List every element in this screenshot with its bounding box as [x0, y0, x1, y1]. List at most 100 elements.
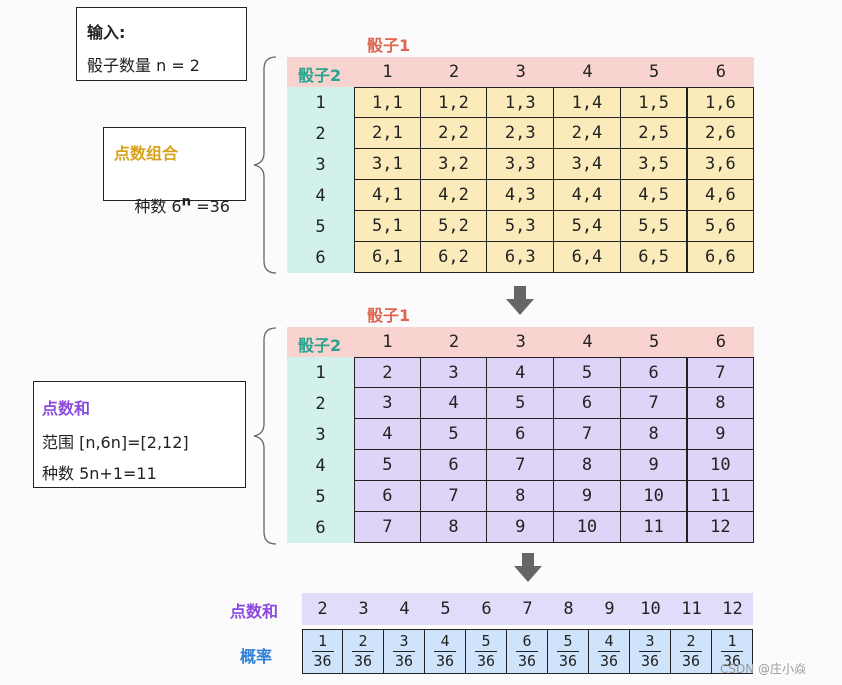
table-cell: 6 [619, 357, 688, 388]
table-cell: 3,6 [686, 148, 755, 180]
table-cell: 5 [486, 387, 555, 419]
denominator: 36 [435, 652, 455, 670]
prob-sum-cell: 10 [640, 599, 661, 619]
table-cell: 1,2 [419, 87, 488, 118]
numerator: 5 [563, 632, 573, 650]
table-cell: 4,1 [354, 179, 421, 211]
denominator: 36 [722, 652, 742, 670]
fraction-bar [557, 651, 579, 652]
table-cell: 8 [553, 449, 621, 481]
numerator: 3 [399, 632, 409, 650]
table2-rowhdr-band [287, 357, 354, 543]
table-cell: 4 [419, 387, 488, 419]
table-cell: 2,2 [419, 117, 488, 149]
prob-sum-cell: 11 [681, 599, 702, 619]
table-cell: 6 [419, 449, 488, 481]
prob-sum-cell: 8 [563, 599, 574, 619]
combo-box-line: 种数 6n =36 [114, 174, 230, 236]
combo-box: 点数组合 种数 6n =36 [103, 127, 246, 216]
table-cell: 9 [486, 511, 555, 543]
col-header: 3 [515, 62, 526, 82]
col-header: 5 [649, 62, 660, 82]
table-cell: 9 [686, 418, 755, 450]
combo-line-sup: n [181, 194, 192, 210]
table-cell: 11 [686, 480, 755, 512]
table-cell: 4 [354, 418, 421, 450]
fraction-bar [598, 651, 620, 652]
denominator: 36 [640, 652, 660, 670]
fraction-bar [516, 651, 538, 652]
prob-sum-band [302, 593, 753, 625]
down-arrow-2 [514, 553, 542, 582]
table-cell: 6,6 [686, 241, 755, 273]
table1-dice2-label: 骰子2 [298, 66, 342, 85]
table-cell: 3,2 [419, 148, 488, 180]
denominator: 36 [681, 652, 701, 670]
fraction-bar [352, 651, 374, 652]
col-header: 1 [382, 62, 393, 82]
row-header: 5 [315, 486, 326, 507]
table-cell: 5,3 [486, 210, 555, 242]
table-cell: 4,2 [419, 179, 488, 211]
table-cell: 1,5 [619, 87, 688, 118]
table-cell: 2,1 [354, 117, 421, 149]
prob-sum-cell: 2 [317, 599, 328, 619]
prob-sum-label: 点数和 [230, 602, 279, 621]
combo-line-suffix: =36 [191, 197, 230, 216]
sum-box-line1: 范围 [n,6n]=[2,12] [42, 433, 189, 452]
row-header: 5 [315, 216, 326, 237]
table-cell: 3,4 [553, 148, 621, 180]
table2-dice2-label: 骰子2 [298, 336, 342, 355]
input-box: 输入: 骰子数量 n = 2 [76, 7, 247, 81]
col-header: 3 [515, 332, 526, 352]
table-cell: 5 [354, 449, 421, 481]
table-cell: 1,6 [686, 87, 755, 118]
numerator: 2 [358, 632, 368, 650]
table-cell: 4 [486, 357, 555, 388]
numerator: 4 [604, 632, 614, 650]
numerator: 2 [686, 632, 696, 650]
row-header: 4 [315, 455, 326, 476]
row-header: 3 [315, 424, 326, 445]
sum-box-line2: 种数 5n+1=11 [42, 464, 157, 483]
table-cell: 8 [686, 387, 755, 419]
table-cell: 12 [686, 511, 755, 543]
table-cell: 2,5 [619, 117, 688, 149]
table-cell: 8 [419, 511, 488, 543]
prob-sum-cell: 5 [440, 599, 451, 619]
col-header: 1 [382, 332, 393, 352]
col-header: 2 [448, 332, 460, 352]
table-cell: 5,4 [553, 210, 621, 242]
row-header: 1 [315, 362, 326, 383]
fraction-bar [680, 651, 702, 652]
table2-header-band [287, 327, 754, 357]
table1-dice1-label: 骰子1 [367, 36, 411, 55]
table-cell: 9 [553, 480, 621, 512]
table-cell: 3,1 [354, 148, 421, 180]
numerator: 6 [522, 632, 532, 650]
table-cell: 3 [354, 387, 421, 419]
row-header: 1 [315, 92, 326, 113]
input-box-line: 骰子数量 n = 2 [87, 56, 200, 75]
table-cell: 6,2 [419, 241, 488, 273]
row-header: 4 [315, 185, 326, 206]
col-header: 5 [649, 332, 660, 352]
table-cell: 8 [619, 418, 688, 450]
denominator: 36 [599, 652, 619, 670]
table-cell: 6,1 [354, 241, 421, 273]
fraction-bar [721, 651, 743, 652]
table-cell: 5,2 [419, 210, 488, 242]
